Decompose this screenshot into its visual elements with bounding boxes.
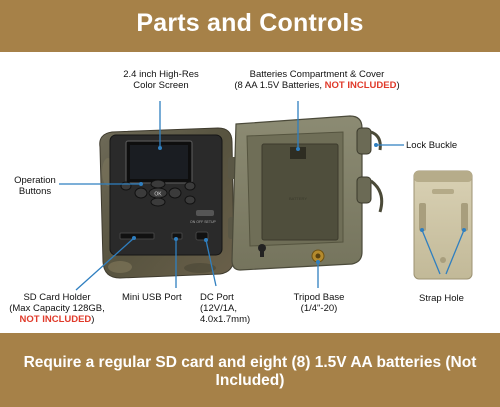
svg-text:OK: OK [154, 192, 162, 198]
label-batteries-line2: (8 AA 1.5V Batteries, NOT INCLUDED) [232, 80, 402, 91]
not-included-tag: NOT INCLUDED [324, 80, 397, 91]
label-batteries: Batteries Compartment & Cover (8 AA 1.5V… [232, 69, 402, 91]
parts-diagram: OK ON OFF SETUP [0, 52, 500, 333]
footer-note: Require a regular SD card and eight (8) … [23, 354, 477, 389]
label-operation-line1: Operation [14, 175, 56, 186]
label-operation: Operation Buttons [8, 175, 62, 197]
title-banner: Parts and Controls [0, 0, 500, 52]
label-dc-line3: 4.0x1.7mm) [200, 314, 251, 325]
label-sd-card-line3: NOT INCLUDED) [5, 314, 109, 325]
label-lock-buckle: Lock Buckle [406, 140, 458, 151]
label-operation-line2: Buttons [18, 186, 52, 197]
callout-lines [59, 101, 465, 291]
label-sd-card-line1: SD Card Holder [23, 292, 91, 303]
label-sd-card-suffix: ) [91, 314, 95, 325]
back-cover [413, 170, 473, 280]
label-batteries-line1: Batteries Compartment & Cover [249, 69, 385, 80]
label-screen-line1: 2.4 inch High-Res [123, 69, 199, 80]
label-batteries-prefix: (8 AA 1.5V Batteries, [234, 80, 325, 91]
svg-text:ON OFF SETUP: ON OFF SETUP [190, 220, 217, 224]
callout-dots [132, 143, 466, 264]
label-sd-card-line2: (Max Capacity 128GB, [9, 303, 105, 314]
footer-banner: Require a regular SD card and eight (8) … [0, 333, 500, 407]
camera-illustration: OK ON OFF SETUP [59, 101, 473, 291]
label-usb: Mini USB Port [122, 292, 182, 303]
battery-compartment: BATTERY [231, 115, 384, 271]
label-tripod-line1: Tripod Base [293, 292, 345, 303]
label-sd-card: SD Card Holder (Max Capacity 128GB, NOT … [5, 292, 109, 325]
not-included-tag-sd: NOT INCLUDED [19, 314, 92, 325]
label-batteries-suffix: ) [396, 80, 400, 91]
label-dc: DC Port (12V/1A, 4.0x1.7mm) [200, 292, 250, 325]
label-dc-line2: (12V/1A, [200, 303, 237, 314]
camera-body: OK ON OFF SETUP [99, 127, 238, 279]
label-tripod-line2: (1/4"-20) [300, 303, 338, 314]
label-screen: 2.4 inch High-Res Color Screen [117, 69, 205, 91]
label-tripod: Tripod Base (1/4"-20) [290, 292, 348, 314]
svg-text:BATTERY: BATTERY [289, 196, 307, 201]
label-screen-line2: Color Screen [133, 80, 189, 91]
label-strap-hole: Strap Hole [419, 293, 464, 304]
label-dc-line1: DC Port [200, 292, 234, 303]
page-title: Parts and Controls [136, 9, 364, 37]
